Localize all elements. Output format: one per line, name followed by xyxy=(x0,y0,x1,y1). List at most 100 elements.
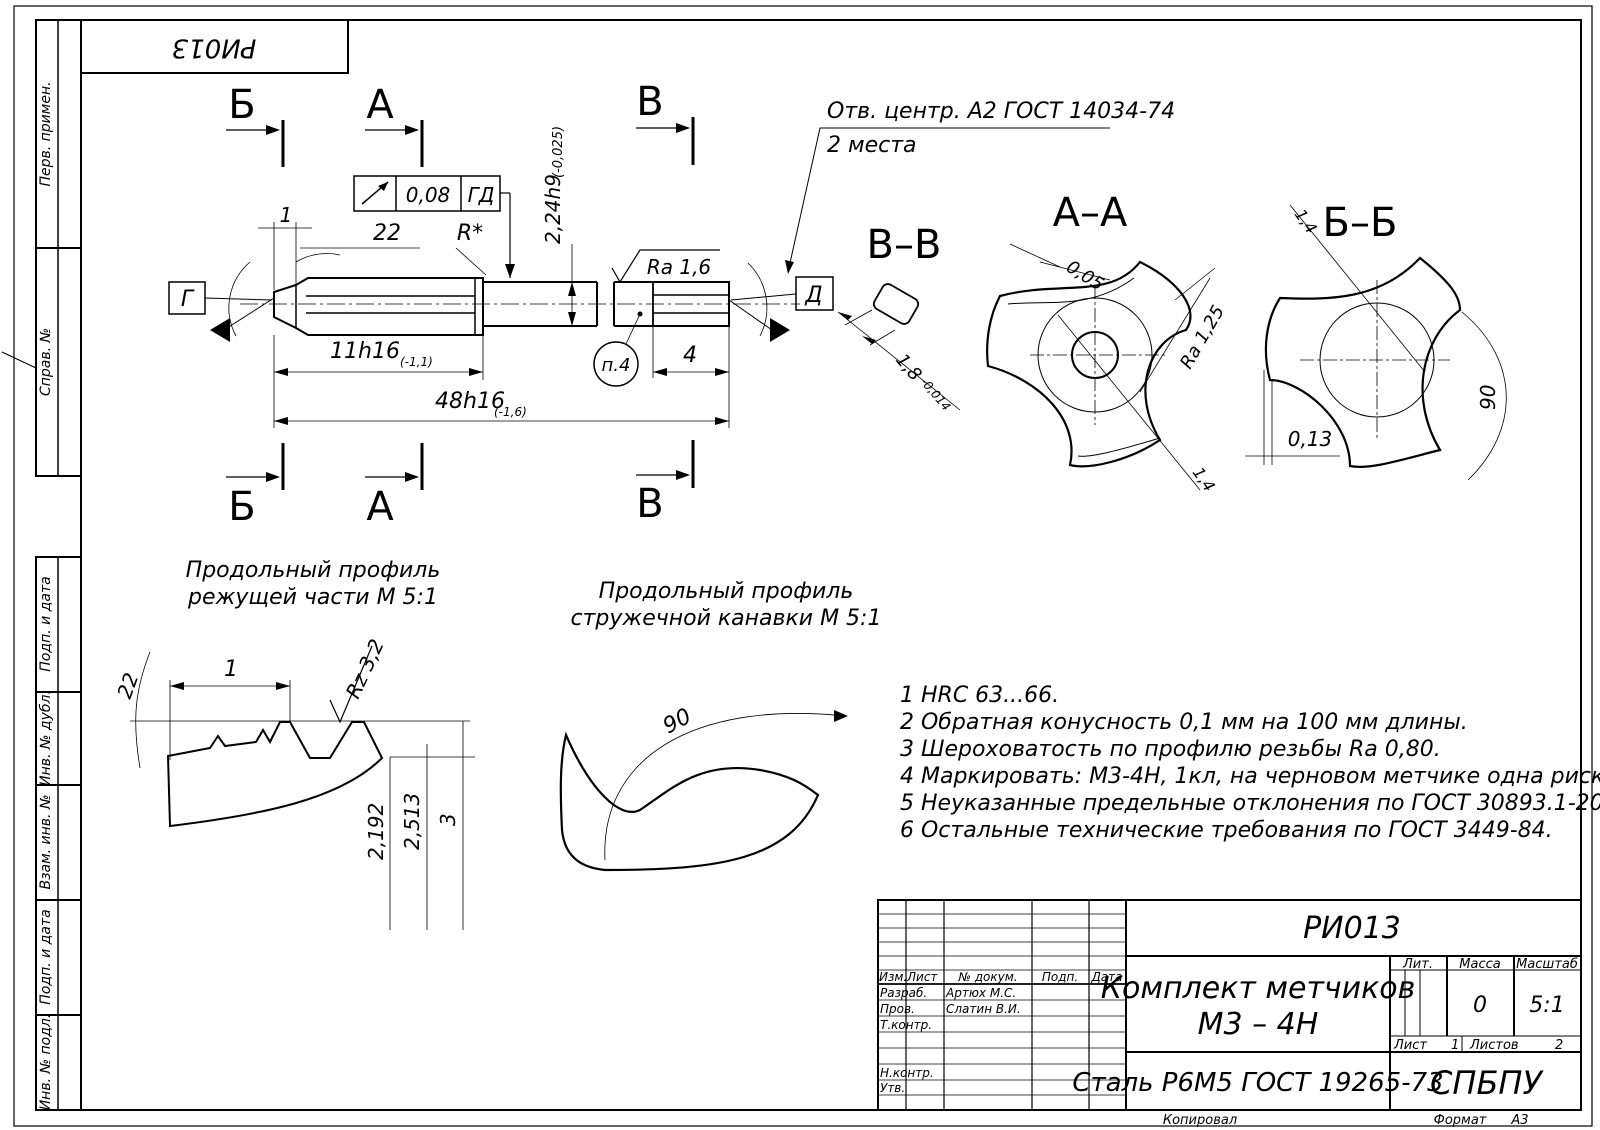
section-marker-b-bottom: Б xyxy=(226,443,285,530)
bb-14-label: 1,4 xyxy=(1291,205,1321,237)
profile-flute-angle: 90 xyxy=(659,704,695,739)
top-stamp: РИ013 xyxy=(80,19,349,74)
outer-border xyxy=(13,5,1593,1127)
runout-frame: 0,08 ГД xyxy=(353,175,515,278)
tb-hdr-podp: Подп. xyxy=(1042,970,1078,984)
section-bb: Б–Б 1,4 0,13 90 xyxy=(1245,200,1507,481)
profile-cutting-dim-1: 1 xyxy=(224,657,238,682)
strip-podp-data-2: Подп. и дата xyxy=(38,909,54,1004)
a-label-bottom: А xyxy=(366,484,394,530)
dim-1-label: 1 xyxy=(280,203,293,227)
profile-cutting-angle: 22 xyxy=(112,670,143,702)
tb-material: Сталь Р6М5 ГОСТ 19265-73 xyxy=(1072,1068,1443,1098)
tech-requirements: 1 HRC 63...66. 2 Обратная конусность 0,1… xyxy=(900,683,1600,843)
section-marker-v-top: В xyxy=(636,79,695,165)
title-block: Изм. Лист № докум. Подп. Дата Разраб. Ар… xyxy=(877,899,1582,1111)
tb-razrab-name: Артюх М.С. xyxy=(945,986,1016,1000)
tech-req-2: 2 Обратная конусность 0,1 мм на 100 мм д… xyxy=(900,710,1468,735)
footer-format-value: А3 xyxy=(1510,1113,1528,1128)
bb-90-label: 90 xyxy=(1476,385,1500,410)
section-marker-v-bottom: В xyxy=(636,440,695,527)
aa-14-label: 1,4 xyxy=(1189,463,1219,495)
tb-doc-code: РИ013 xyxy=(1303,911,1401,946)
tech-req-3: 3 Шероховатость по профилю резьбы Ra 0,8… xyxy=(900,737,1441,762)
profile-flute-title-1: Продольный профиль xyxy=(599,579,854,604)
strip-inv-podl: Инв. № подл. xyxy=(38,1014,54,1111)
footer-kopiroval: Копировал xyxy=(1163,1113,1237,1128)
runout-base: ГД xyxy=(468,183,495,207)
center-hole-note: Отв. центр. А2 ГОСТ 14034-74 xyxy=(827,99,1175,124)
tb-name-line2: М3 – 4Н xyxy=(1198,1007,1319,1042)
note-p4-circle xyxy=(593,341,639,387)
strip-perv-primen: Перв. примен. xyxy=(38,81,54,186)
footer-format-label: Формат xyxy=(1434,1113,1487,1128)
tb-utv-label: Утв. xyxy=(880,1081,905,1095)
tb-hdr-data: Дата xyxy=(1090,970,1122,984)
tb-prov-label: Пров. xyxy=(880,1002,915,1016)
tb-nkontr-label: Н.контр. xyxy=(880,1066,934,1080)
center-hole-count: 2 места xyxy=(827,133,917,158)
tb-masshtab-label: Масштаб xyxy=(1516,957,1578,972)
tb-listov-value: 2 xyxy=(1555,1038,1563,1053)
r-star-label: R* xyxy=(457,221,483,246)
side-strip: Перв. примен. Справ. № Подп. и дата Инв.… xyxy=(1,19,82,1111)
strip-vzam-inv: Взам. инв. № xyxy=(38,794,54,889)
runout-value: 0,08 xyxy=(406,183,451,207)
tb-tkontr-label: Т.контр. xyxy=(880,1018,932,1032)
b-label-top: Б xyxy=(228,82,255,128)
len-48-tol: (-1,6) xyxy=(494,405,527,419)
dia-shank-label: 2,24h9 xyxy=(541,174,565,244)
tb-listov-label: Листов xyxy=(1469,1038,1519,1053)
tb-org: СПБПУ xyxy=(1430,1064,1544,1102)
tb-lit-label: Лит. xyxy=(1402,957,1433,972)
stamp-code: РИ013 xyxy=(172,33,257,63)
profile-cutting-title-1: Продольный профиль xyxy=(186,558,441,583)
ra16-label: Ra 1,6 xyxy=(647,255,711,279)
a-label-top: А xyxy=(366,82,394,128)
aa-005-label: 0,05 xyxy=(1062,256,1107,295)
len-11-label: 11h16 xyxy=(330,339,400,364)
strip-inv-dubl: Инв. № дубл. xyxy=(38,690,54,786)
tb-hdr-izm: Изм. xyxy=(879,970,907,984)
base-d-label: Д xyxy=(804,283,822,308)
tech-req-6: 6 Остальные технические требования по ГО… xyxy=(900,818,1553,843)
base-g-label: Г xyxy=(181,287,195,312)
vv-title: В–В xyxy=(867,222,942,268)
profile-flute: Продольный профиль стружечной канавки М … xyxy=(559,579,882,872)
tech-req-4: 4 Маркировать: М3-4Н, 1кл, на черновом м… xyxy=(900,764,1600,789)
main-view: Б А В Б А xyxy=(168,79,1175,530)
v-label-top: В xyxy=(636,79,663,125)
shank-right xyxy=(613,281,730,327)
aa-title: А–А xyxy=(1053,190,1128,236)
section-vv: В–В 1,8 -0,014 xyxy=(837,222,961,414)
section-marker-b-top: Б xyxy=(226,82,285,167)
tech-req-1: 1 HRC 63...66. xyxy=(900,683,1059,708)
base-g: Г xyxy=(168,261,275,342)
bb-013-label: 0,13 xyxy=(1288,427,1333,451)
tb-massa-value: 0 xyxy=(1473,993,1487,1018)
profile-cutting-d1: 2,192 xyxy=(364,803,388,860)
strip-sprav: Справ. № xyxy=(38,328,54,396)
sq-18-label: 1,8 xyxy=(891,350,925,385)
v-label-bottom: В xyxy=(636,481,663,527)
len-4-label: 4 xyxy=(683,343,697,368)
tb-name-line1: Комплект метчиков xyxy=(1101,971,1416,1006)
dia-shank-tol: (-0,025) xyxy=(551,126,566,178)
section-marker-a-top: А xyxy=(365,82,424,167)
tb-list-label: Лист xyxy=(1393,1038,1427,1053)
working-part xyxy=(273,277,484,336)
tb-prov-name: Слатин В.И. xyxy=(946,1002,1021,1016)
note-p4-label: п.4 xyxy=(602,355,631,376)
profile-cutting-title-2: режущей части М 5:1 xyxy=(187,585,438,610)
profile-flute-title-2: стружечной канавки М 5:1 xyxy=(571,606,882,631)
profile-cutting-d3: 3 xyxy=(436,813,460,826)
bb-title: Б–Б xyxy=(1323,200,1398,246)
profile-cutting: Продольный профиль режущей части М 5:1 1… xyxy=(112,558,475,930)
tb-masshtab-value: 5:1 xyxy=(1529,993,1564,1018)
b-label-bottom: Б xyxy=(228,484,255,530)
sq-18-tol: -0,014 xyxy=(918,375,954,414)
section-aa: А–А 0,05 Ra 1,25 1,4 xyxy=(986,190,1229,495)
tech-req-5: 5 Неуказанные предельные отклонения по Г… xyxy=(900,791,1600,816)
base-d: Д xyxy=(728,262,834,342)
